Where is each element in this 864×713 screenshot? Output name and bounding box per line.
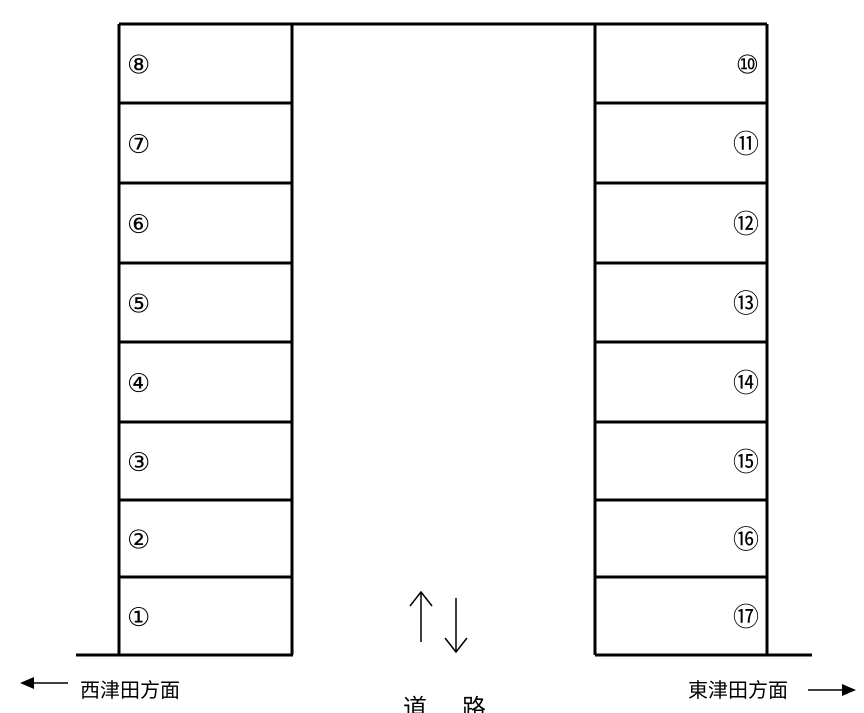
parking-space-label: ⑮ bbox=[733, 448, 759, 478]
parking-space-label: ⑰ bbox=[733, 603, 759, 633]
road-label-char2: 路 bbox=[462, 694, 486, 713]
parking-space-label: ② bbox=[127, 526, 150, 556]
parking-space-label: ④ bbox=[127, 369, 150, 399]
parking-space-label: ⑭ bbox=[733, 369, 759, 399]
parking-space-label: ① bbox=[127, 603, 150, 633]
parking-space-label: ⑬ bbox=[733, 290, 759, 320]
parking-space-label: ⑪ bbox=[733, 130, 759, 160]
west-direction-label: 西津田方面 bbox=[80, 678, 180, 702]
parking-space-label: ③ bbox=[127, 448, 150, 478]
parking-space-label: ⑫ bbox=[733, 210, 759, 240]
road-label-char1: 道 bbox=[403, 694, 427, 713]
parking-space-label: ⑩ bbox=[736, 51, 759, 81]
left-arrow-icon bbox=[20, 677, 68, 689]
parking-space-label: ⑧ bbox=[127, 51, 150, 81]
east-direction-label: 東津田方面 bbox=[688, 678, 788, 702]
left-parking-row: ⑧ ⑦ ⑥ ⑤ ④ ③ ② ① bbox=[117, 24, 294, 655]
right-arrow-icon bbox=[808, 684, 856, 696]
parking-space-label: ⑥ bbox=[127, 210, 150, 240]
parking-space-label: ⑯ bbox=[733, 526, 759, 556]
up-arrow-icon bbox=[409, 590, 433, 642]
parking-space-label: ⑦ bbox=[127, 130, 150, 160]
right-parking-row: ⑩ ⑪ ⑫ ⑬ ⑭ ⑮ ⑯ ⑰ bbox=[593, 24, 769, 655]
down-arrow-icon bbox=[444, 598, 468, 654]
parking-space-label: ⑤ bbox=[127, 290, 150, 320]
